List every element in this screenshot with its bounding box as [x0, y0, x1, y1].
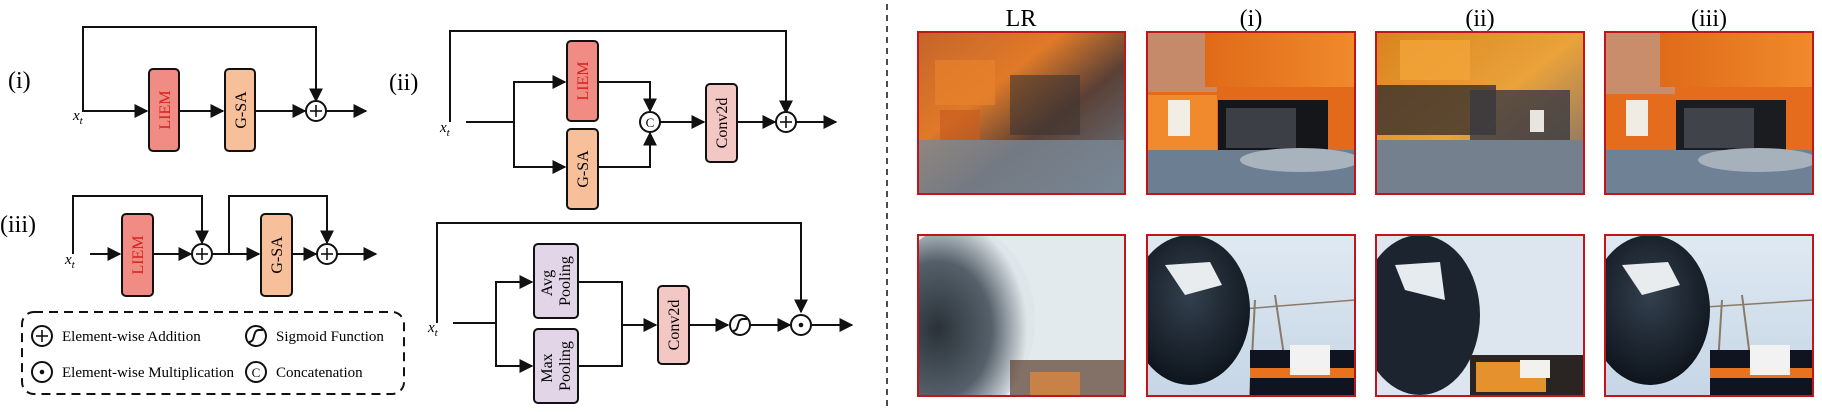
image-i-row1 [1147, 32, 1355, 194]
column-header-iii: (iii) [1691, 6, 1727, 32]
add-node-icon [775, 111, 797, 133]
multiply-node-icon [790, 314, 812, 336]
pooling-attention-diagram: xt Avg Pooling Max Pooling Conv2d [427, 222, 854, 404]
legend-box [21, 311, 405, 395]
gsa-label-ii: G-SA [575, 150, 592, 188]
multiplication-icon [31, 361, 53, 383]
image-ii-row1 [1376, 32, 1584, 194]
gsa-label-i: G-SA [233, 91, 250, 129]
svg-text:C: C [646, 115, 655, 130]
addition-icon [31, 325, 53, 347]
liem-label-iii: LIEM [130, 235, 147, 274]
conv2d-label-ii: Conv2d [714, 98, 731, 149]
max-pooling-label: Max Pooling [539, 341, 574, 391]
image-lr-row2 [918, 235, 1125, 396]
concat-node-icon: C [639, 111, 661, 133]
column-header-lr: LR [1006, 6, 1037, 32]
sigmoid-node-icon [729, 314, 751, 336]
input-x-label-ii: xt [439, 120, 451, 139]
comparison-headers: LR (i) (ii) (iii) [1006, 6, 1727, 32]
variant-iii-diagram: (iii) xt LIEM G-SA [0, 195, 378, 297]
gsa-block-ii [566, 128, 599, 210]
legend-sigmoid-label: Sigmoid Function [276, 329, 384, 345]
column-header-ii: (ii) [1465, 6, 1494, 32]
avg-pooling-label: Avg Pooling [539, 256, 574, 306]
variant-ii-diagram: (ii) xt LIEM G-SA C Conv2d [389, 30, 838, 210]
liem-label-i: LIEM [157, 90, 174, 129]
variant-i-label: (i) [8, 68, 31, 94]
image-iii-row1 [1605, 32, 1813, 194]
image-lr-row1 [918, 32, 1125, 194]
image-iii-row2 [1605, 235, 1813, 396]
image-ii-row2 [1376, 235, 1584, 396]
variant-i-diagram: (i) xt LIEM G-SA [8, 26, 368, 152]
add-node-icon [316, 243, 338, 265]
input-x-label-i: xt [72, 108, 84, 127]
sigmoid-icon [245, 325, 267, 347]
input-x-label-pool: xt [427, 320, 439, 339]
legend-multiplication-label: Element-wise Multiplication [62, 365, 235, 381]
gsa-label-iii: G-SA [269, 236, 286, 274]
variant-ii-label: (ii) [389, 70, 418, 96]
variant-iii-label: (iii) [0, 212, 36, 238]
legend-addition-label: Element-wise Addition [62, 329, 201, 345]
add-node-icon [191, 243, 213, 265]
liem-label-ii: LIEM [575, 61, 592, 100]
conv2d-label-pool: Conv2d [666, 300, 683, 351]
legend: Element-wise Addition Element-wise Multi… [21, 311, 405, 395]
concatenation-icon: C [245, 361, 267, 383]
svg-text:C: C [252, 365, 261, 380]
add-node-icon [305, 100, 327, 122]
legend-concatenation-label: Concatenation [276, 365, 363, 381]
input-x-label-iii: xt [64, 252, 76, 271]
column-header-i: (i) [1240, 6, 1263, 32]
image-i-row2 [1147, 235, 1355, 396]
